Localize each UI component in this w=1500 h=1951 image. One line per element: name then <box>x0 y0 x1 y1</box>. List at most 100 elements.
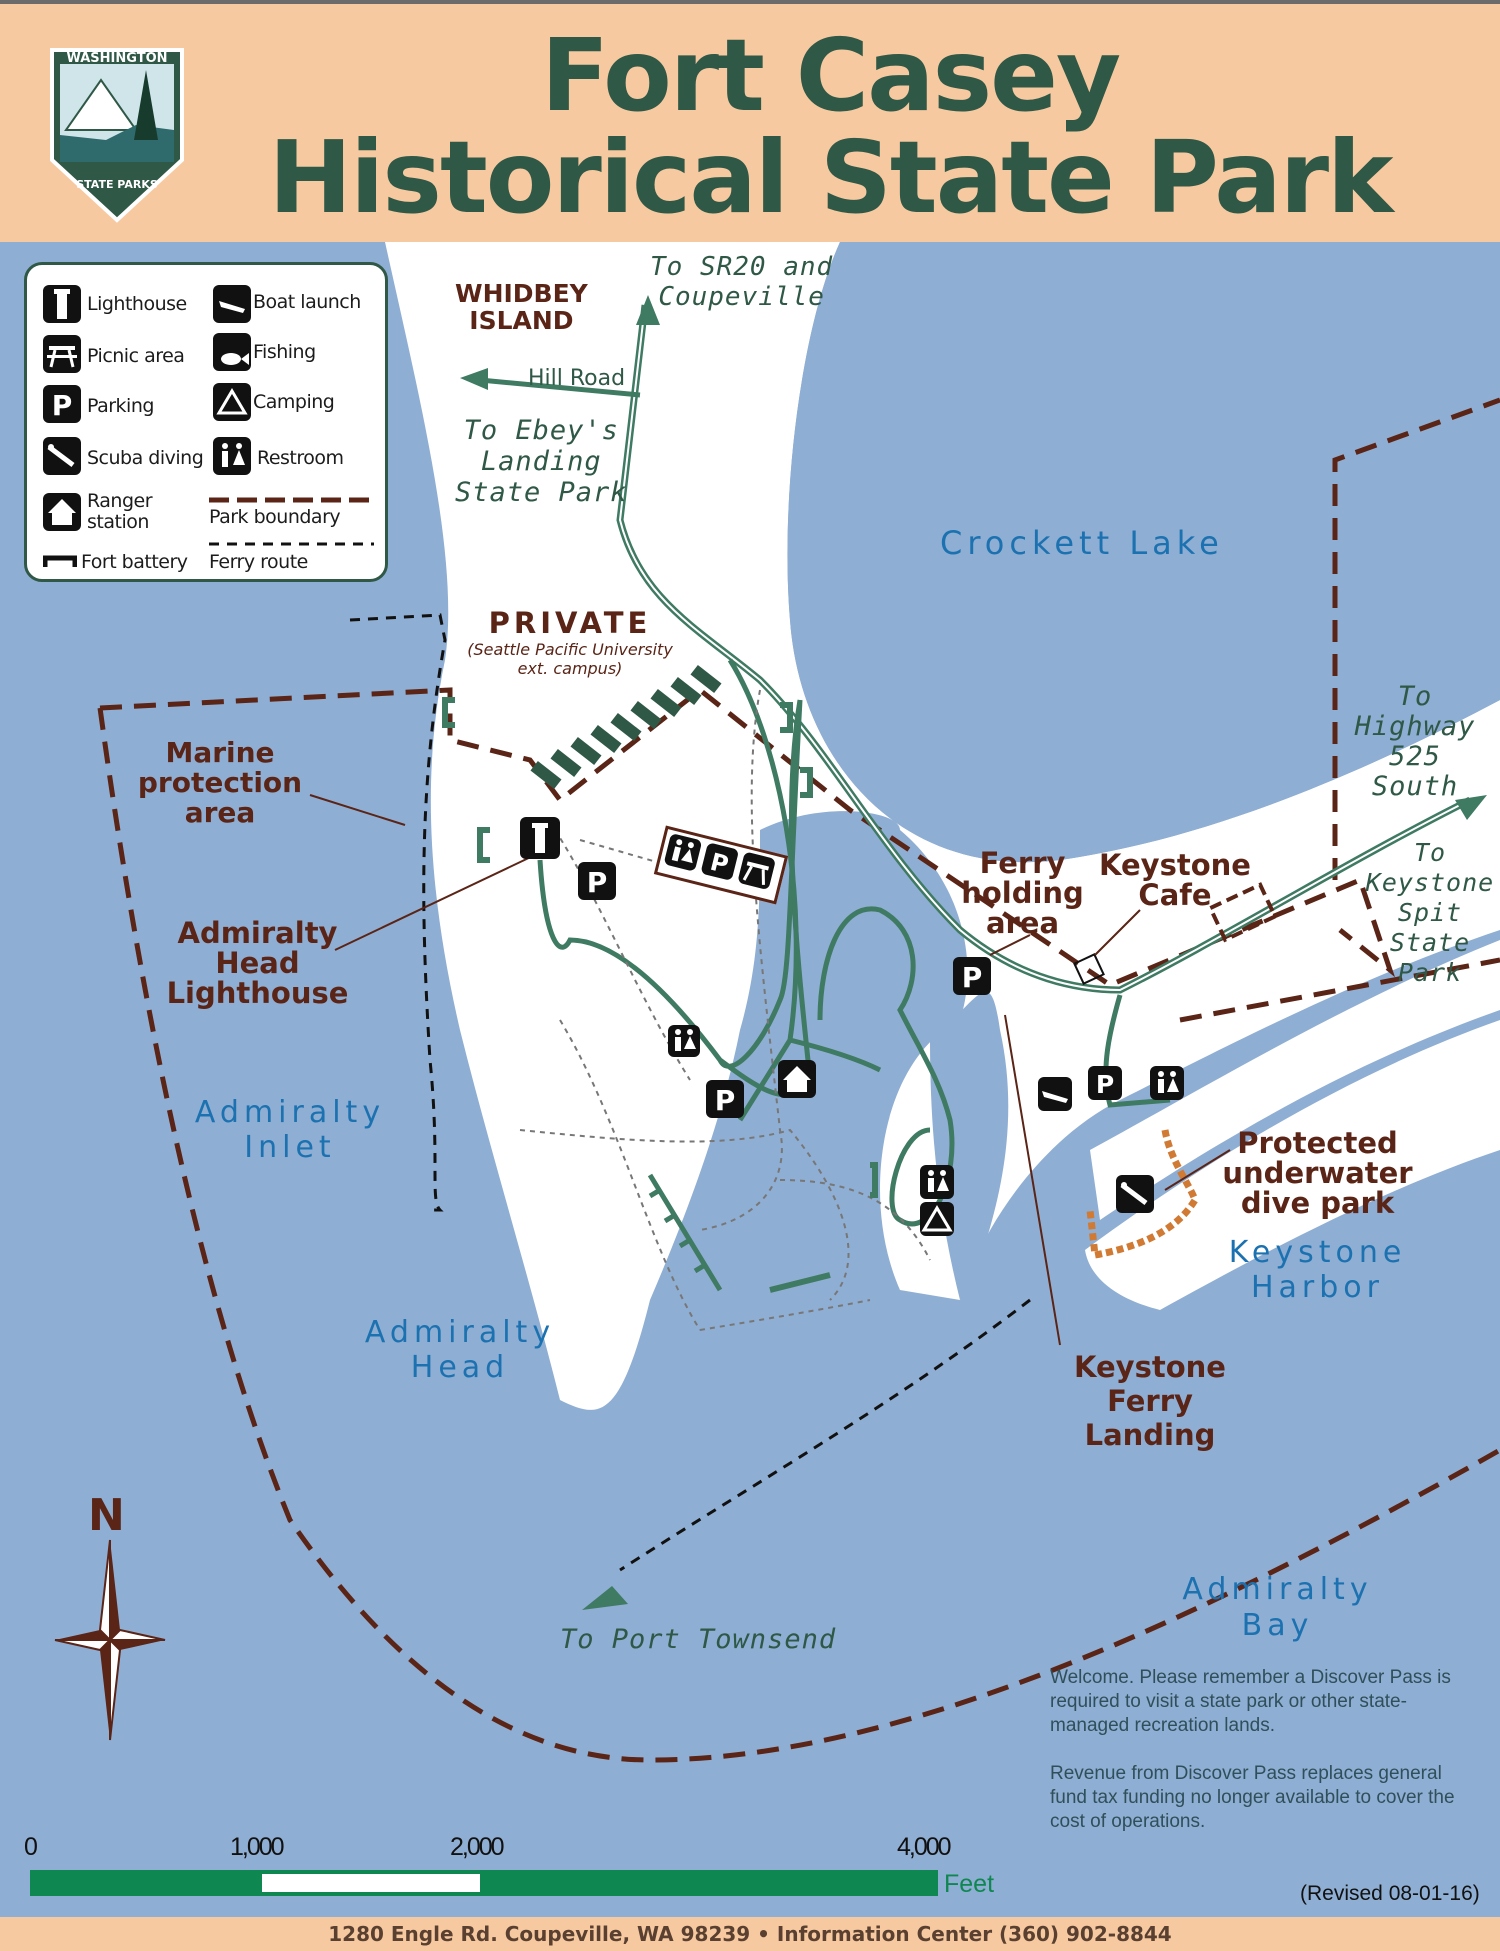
leader-marine <box>309 794 406 826</box>
label-landing-l1: Keystone <box>1074 1350 1226 1384</box>
label-sr20-l1: To SR20 and <box>650 252 834 282</box>
label-keystone-harbor: Keystone Harbor <box>1220 1235 1415 1305</box>
parking-icon[interactable]: P <box>578 862 616 900</box>
label-ebeys: To Ebey's Landing State Park <box>455 415 628 508</box>
label-inlet-l1: Admiralty <box>194 1095 386 1130</box>
legend-restroom: Restroom <box>257 447 344 469</box>
label-head-l2: Head <box>410 1350 510 1385</box>
label-marine-protection: Marine protection area <box>135 738 305 828</box>
legend-ranger-station: Ranger station <box>87 490 153 533</box>
restroom-icon[interactable] <box>668 1025 700 1057</box>
restroom-icon <box>663 833 703 872</box>
leader-ferry-hold <box>989 934 1031 956</box>
page-title-line2: Historical State Park <box>268 119 1393 236</box>
label-marine-l3: area <box>184 796 256 829</box>
label-cafe-l2: Cafe <box>1138 878 1212 912</box>
label-hwy-l2: Highway <box>1354 711 1476 742</box>
label-private-sub2: ext. campus) <box>517 659 623 678</box>
park-boundary-outer <box>97 707 1500 1763</box>
fort-battery-row <box>530 665 722 789</box>
label-admiralty-bay: Admiralty Bay <box>1170 1572 1385 1644</box>
restroom-icon[interactable] <box>920 1165 954 1199</box>
arrow-sr20 <box>636 295 660 325</box>
svg-text:P: P <box>587 866 608 899</box>
label-inlet-l2: Inlet <box>244 1130 336 1165</box>
label-keystone-ferry-landing: Keystone Ferry Landing <box>1065 1350 1235 1452</box>
label-harbor-l1: Keystone <box>1228 1235 1407 1270</box>
facility-cluster[interactable]: P <box>653 825 789 905</box>
label-sr20-l2: Coupeville <box>658 282 825 312</box>
label-hwy-l3: 525 <box>1389 741 1441 772</box>
trails <box>519 689 931 1331</box>
dotted-line-icon <box>209 542 374 546</box>
lighthouse-icon[interactable] <box>520 817 560 859</box>
arrow-port-townsend <box>582 1586 628 1610</box>
dashed-line-icon <box>209 497 374 503</box>
logo-top-text: WASHINGTON <box>66 51 167 66</box>
keystone-cafe-building <box>1073 953 1105 985</box>
scuba-diver-icon[interactable] <box>1116 1175 1154 1213</box>
leader-lighthouse <box>334 854 536 951</box>
label-whidbey-l1: WHIDBEY <box>455 279 588 308</box>
parking-icon: P <box>43 385 81 423</box>
leader-dive <box>1164 1149 1231 1191</box>
legend-lighthouse: Lighthouse <box>87 293 187 315</box>
label-ferry-hold-l1: Ferry <box>979 846 1066 880</box>
lighthouse-icon <box>43 285 81 323</box>
legend-picnic-area: Picnic area <box>87 345 185 367</box>
svg-text:P: P <box>715 1084 736 1117</box>
restroom-icon <box>213 437 251 475</box>
main-road-inner <box>618 304 1471 992</box>
label-landing-l3: Landing <box>1084 1418 1216 1452</box>
scale-unit: Feet <box>944 1870 995 1898</box>
label-bay-l2: Bay <box>1241 1608 1314 1643</box>
parking-icon[interactable]: P <box>1088 1066 1122 1100</box>
legend-camping: Camping <box>253 391 335 413</box>
label-keystone-cafe: Keystone Cafe <box>1095 850 1255 910</box>
legend-boat-launch: Boat launch <box>253 291 361 313</box>
tent-icon <box>213 383 251 421</box>
svg-text:P: P <box>707 848 731 879</box>
svg-text:P: P <box>962 961 983 994</box>
legend-fort-battery: Fort battery <box>81 551 188 573</box>
scuba-diver-icon <box>43 437 81 475</box>
label-ebeys-l3: State Park <box>455 477 628 508</box>
island-land <box>385 242 1500 1410</box>
label-bay-l1: Admiralty <box>1182 1572 1373 1607</box>
hill-road <box>479 377 641 398</box>
footer-address: 1280 Engle Rd. Coupeville, WA 98239 • In… <box>0 1917 1500 1951</box>
label-marine-l1: Marine <box>165 736 275 769</box>
ranger-station-icon[interactable] <box>778 1060 816 1098</box>
scale-tick-2000: 2,000 <box>450 1833 505 1861</box>
logo-bottom-text: STATE PARKS <box>76 178 158 191</box>
leader-cafe <box>1094 909 1141 956</box>
tent-icon[interactable] <box>920 1202 954 1236</box>
boat-launch-icon[interactable] <box>1038 1077 1072 1111</box>
label-ebeys-l2: Landing <box>480 446 602 477</box>
battery-icon <box>43 555 77 567</box>
label-hwy-l1: To <box>1397 681 1433 712</box>
welcome-text: Welcome. Please remember a Discover Pass… <box>1050 1667 1451 1736</box>
parking-icon[interactable]: P <box>706 1080 744 1118</box>
picnic-table-icon <box>43 335 81 373</box>
scale-bar <box>30 1870 938 1896</box>
north-label: N <box>88 1490 125 1541</box>
parking-icon[interactable]: P <box>953 957 991 995</box>
label-dive-l1: Protected <box>1237 1126 1398 1160</box>
label-port-townsend: To Port Townsend <box>560 1624 837 1655</box>
fort-battery-east <box>647 1173 723 1292</box>
label-spit-l4: State <box>1389 928 1471 957</box>
fish-icon <box>213 333 251 371</box>
label-private-sub: (Seattle Pacific University ext. campus) <box>450 640 690 678</box>
park-road-3 <box>1103 994 1171 1108</box>
header-banner: WASHINGTON STATE PARKS Fort Casey Histor… <box>0 0 1500 242</box>
label-lighthouse-l3: Lighthouse <box>166 976 349 1010</box>
arrow-hill-road <box>460 368 488 390</box>
label-head-l1: Admiralty <box>364 1315 556 1350</box>
restroom-icon[interactable] <box>1150 1066 1184 1100</box>
label-admiralty-lighthouse: Admiralty Head Lighthouse <box>165 918 350 1008</box>
washington-state-parks-logo: WASHINGTON STATE PARKS <box>46 30 188 224</box>
legend-park-boundary: Park boundary <box>209 506 341 528</box>
